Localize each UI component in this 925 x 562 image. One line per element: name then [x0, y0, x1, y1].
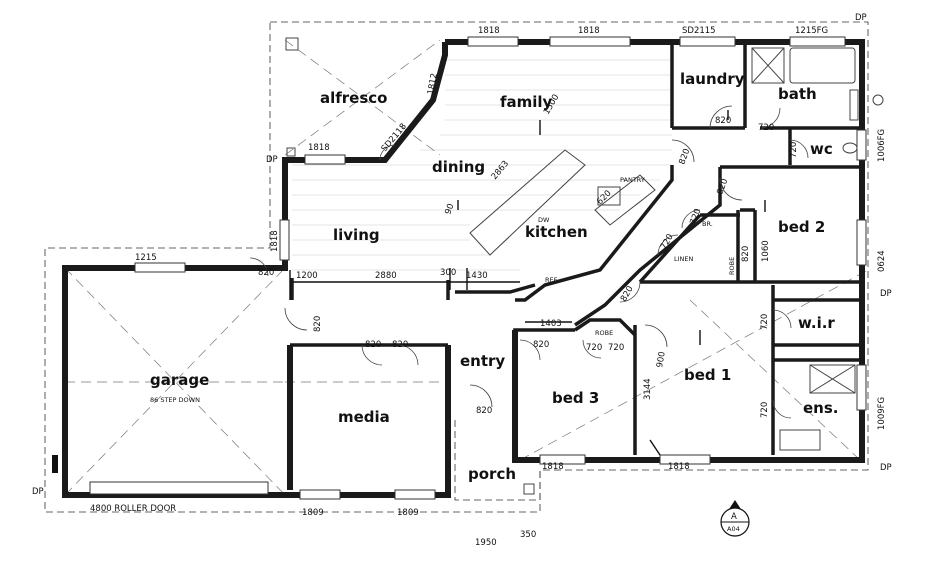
fixtures — [52, 47, 884, 473]
note-robe-bed3: ROBE — [595, 329, 613, 337]
dim-d-ens: 720 — [760, 402, 770, 418]
room-bed-3: bed 3 — [552, 389, 599, 407]
dim-d-robe-b: 720 — [608, 343, 624, 353]
room-family: family — [500, 93, 553, 111]
note-roller-door: 4800 ROLLER DOOR — [90, 504, 176, 514]
room-labels: alfresco family laundry bath wc dining k… — [150, 70, 838, 483]
room-media: media — [338, 408, 390, 426]
notes: 86 STEP DOWN 4800 ROLLER DOOR PANTRY DW … — [90, 176, 736, 514]
room-alfresco: alfresco — [320, 89, 388, 107]
room-wir: w.i.r — [798, 314, 835, 332]
floorboards — [292, 59, 672, 271]
dim-d-garage: 820 — [313, 316, 323, 332]
dim-d-wir: 720 — [760, 314, 770, 330]
door-swings — [249, 105, 809, 419]
section-letter: A — [731, 512, 737, 522]
dim-fg-bath: 1215FG — [795, 26, 828, 36]
dim-w-bed3: 1818 — [542, 462, 564, 472]
dim-fg-wc: 1006FG — [877, 129, 887, 162]
dim-d-laundry: 820 — [715, 116, 731, 126]
room-ens: ens. — [803, 399, 838, 417]
room-entry: entry — [460, 352, 505, 370]
note-dw: DW — [538, 216, 550, 224]
dim-w-family-2: 1818 — [578, 26, 600, 36]
room-dining: dining — [432, 158, 485, 176]
room-bath: bath — [778, 85, 817, 103]
dim-fg-ens: 1009FG — [877, 397, 887, 430]
room-bed-1: bed 1 — [684, 366, 731, 384]
dim-d-bath: 720 — [758, 123, 774, 133]
note-pantry: PANTRY — [620, 176, 645, 184]
dim-w-bed1: 1818 — [668, 462, 690, 472]
dim-d-media-2: 820 — [392, 340, 408, 350]
dim-w-media-2: 1809 — [397, 508, 419, 518]
dim-d-bed3: 820 — [533, 340, 549, 350]
site-boundary — [44, 21, 869, 513]
dp-bl: DP — [32, 487, 44, 497]
dim-w-alfresco: 1812 — [426, 72, 440, 95]
dim-sd-laundry: SD2115 — [682, 26, 716, 36]
dim-d-robe-bed2: 820 — [741, 246, 751, 262]
dim-1200: 1200 — [296, 271, 318, 281]
dim-d-entry: 820 — [476, 406, 492, 416]
dimension-labels: 1818 1818 SD2115 1215FG DP 1812 SD2118 1… — [32, 13, 892, 548]
dim-1403: 1403 — [540, 319, 562, 329]
note-linen: LINEN — [674, 255, 694, 263]
dim-d-wc: 720 — [789, 142, 799, 158]
dim-w-bed2: 0624 — [877, 250, 887, 272]
windows — [89, 36, 867, 500]
dimension-ticks — [289, 110, 766, 456]
room-wc: wc — [810, 140, 833, 158]
dim-1060: 1060 — [761, 240, 771, 262]
dp-top: DP — [855, 13, 867, 23]
dp-left: DP — [266, 155, 278, 165]
dim-d-family: 820 — [677, 147, 692, 166]
dim-w-media-1: 1809 — [302, 508, 324, 518]
dim-d-bed2: 820 — [715, 177, 730, 196]
dim-bed1: 900 — [655, 351, 668, 369]
section-marker: A A04 — [720, 500, 750, 537]
dim-2863: 2863 — [490, 159, 512, 182]
dim-d-media-1: 820 — [365, 340, 381, 350]
dim-350: 350 — [520, 530, 536, 540]
dim-2880: 2880 — [375, 271, 397, 281]
section-sheet: A04 — [727, 525, 740, 533]
dim-3144: 3144 — [643, 378, 653, 400]
dp-br: DP — [880, 463, 892, 473]
dp-right: DP — [880, 289, 892, 299]
dim-300: 300 — [440, 268, 456, 278]
dim-w-living-top: 1818 — [308, 143, 330, 153]
room-living: living — [333, 226, 380, 244]
dim-1430: 1430 — [466, 271, 488, 281]
dim-d-living: 820 — [258, 268, 274, 278]
dim-90: 90 — [443, 202, 456, 216]
room-porch: porch — [468, 465, 516, 483]
dim-d-robe-a: 720 — [586, 343, 602, 353]
note-br: BR. — [702, 220, 713, 228]
note-step-down: 86 STEP DOWN — [150, 396, 200, 404]
room-laundry: laundry — [680, 70, 745, 88]
dim-1950: 1950 — [475, 538, 497, 548]
dim-w-family-1: 1818 — [478, 26, 500, 36]
note-robe-bed2: ROBE — [728, 257, 736, 275]
note-ref: REF. — [545, 276, 558, 284]
diagonal-guides — [64, 39, 869, 496]
room-garage: garage — [150, 371, 209, 389]
room-kitchen: kitchen — [525, 223, 588, 241]
room-bed-2: bed 2 — [778, 218, 825, 236]
dim-w-garage: 1215 — [135, 253, 157, 263]
dim-w-living-side: 1818 — [270, 230, 280, 252]
